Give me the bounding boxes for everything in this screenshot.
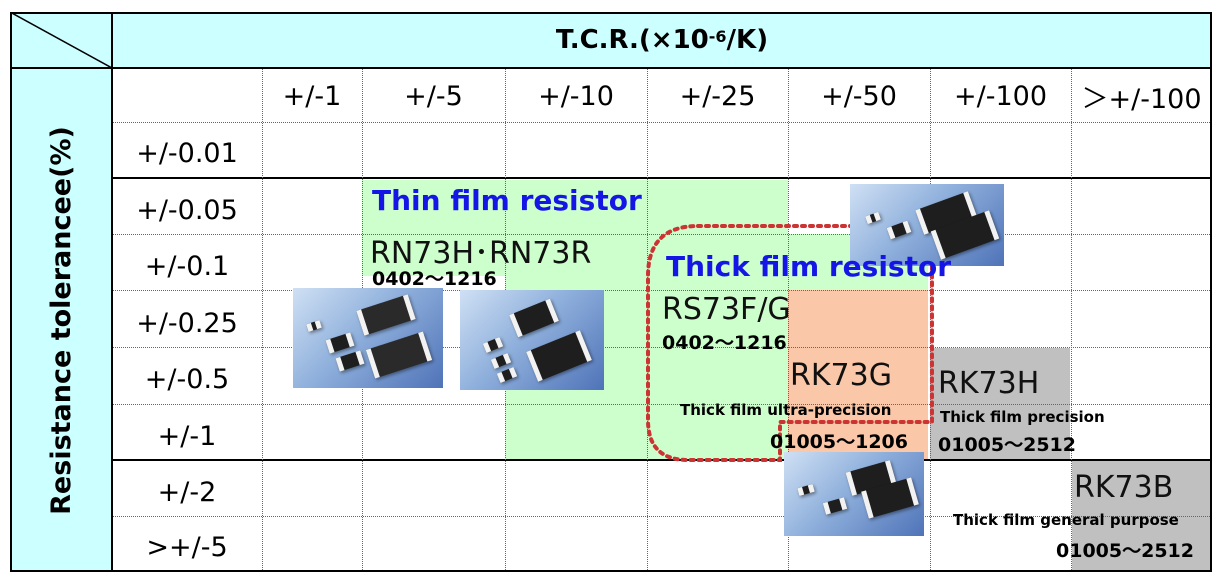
row-header-0.01: +/-0.01 — [136, 137, 238, 169]
rk73h-model: RK73H — [938, 366, 1040, 401]
thick-film-title: Thick film resistor — [666, 250, 952, 283]
corner-diagonal — [10, 12, 112, 68]
grid-line — [112, 347, 1212, 348]
row-header-band — [10, 68, 112, 572]
rs73-model: RS73F/G — [662, 292, 791, 327]
grid-line — [1071, 68, 1072, 572]
rk73h-desc: Thick film precision — [940, 408, 1105, 426]
rk73-photo — [784, 452, 924, 536]
row-header-0.1: +/-0.1 — [144, 250, 230, 282]
grid-line — [112, 290, 1212, 291]
thin-film-photo-1 — [293, 288, 443, 388]
row-header-divider — [111, 12, 113, 572]
grid-line — [112, 122, 1212, 123]
grid-line — [788, 68, 789, 572]
rk73g-region — [788, 290, 928, 460]
row-header-2: +/-2 — [157, 476, 217, 508]
grid-line — [112, 404, 1212, 405]
grid-line — [112, 177, 1212, 179]
rk73g-range: 01005～1206 — [770, 431, 908, 453]
thin-film-photo-2 — [460, 290, 604, 390]
col-header-100: +/-100 — [954, 80, 1047, 112]
col-header-1: +/-1 — [282, 80, 342, 112]
rk73h-range: 01005～2512 — [938, 434, 1076, 456]
col-header-50: +/-50 — [821, 80, 897, 112]
rk73b-range: 01005～2512 — [1056, 540, 1194, 562]
header-band — [10, 12, 1212, 68]
header-divider — [10, 67, 1212, 69]
table-frame — [10, 12, 1212, 572]
rk73g-model: RK73G — [790, 358, 892, 393]
grid-line — [930, 68, 931, 572]
grid-line — [262, 68, 263, 572]
col-header-over-100: ＞+/-100 — [1081, 83, 1202, 115]
grid-line — [112, 459, 1212, 461]
grid-line — [112, 516, 1212, 517]
rk73g-desc: Thick film ultra-precision — [680, 401, 892, 419]
tcr-header-title: T.C.R.(×10-6/K) — [555, 25, 769, 55]
rk73b-model: RK73B — [1074, 470, 1174, 505]
rk73b-desc: Thick film general purpose — [953, 511, 1179, 529]
row-header-0.5: +/-0.5 — [144, 363, 230, 395]
row-header-0.25: +/-0.25 — [136, 307, 238, 339]
row-header-1: +/-1 — [157, 420, 217, 452]
thin-film-title: Thin film resistor — [372, 184, 642, 217]
rs73-range: 0402～1216 — [662, 332, 787, 354]
thin-film-model: RN73H･RN73R — [370, 236, 592, 271]
row-header-over-5: >+/-5 — [146, 531, 228, 563]
thin-film-range: 0402～1216 — [372, 268, 497, 290]
col-header-10: +/-10 — [538, 80, 614, 112]
col-header-25: +/-25 — [679, 80, 756, 112]
row-header-0.05: +/-0.05 — [136, 194, 238, 226]
col-header-5: +/-5 — [404, 80, 463, 112]
thick-film-photo — [850, 184, 1004, 266]
